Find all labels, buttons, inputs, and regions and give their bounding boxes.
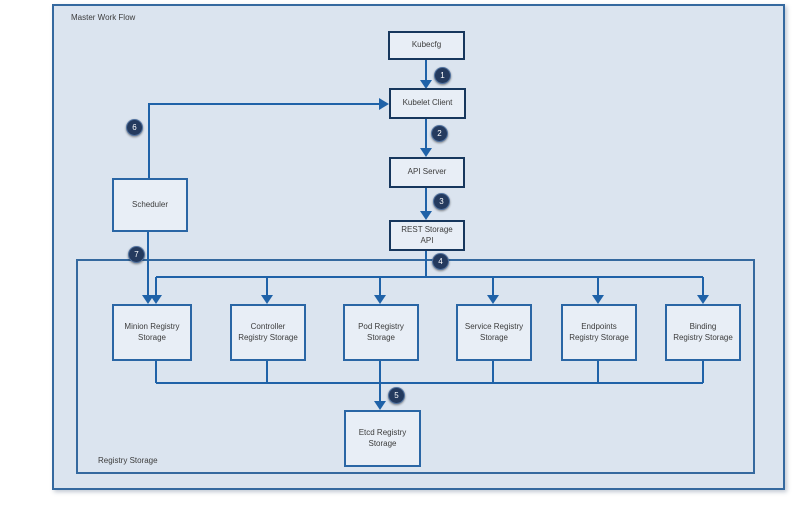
node-label: Storage [368, 438, 397, 448]
node-label: Binding [689, 322, 717, 332]
node-label: Controller [250, 322, 286, 332]
node-kubecfg: Kubecfg [388, 31, 465, 60]
edge-scheduler-kubelet [148, 98, 389, 178]
step-badge-3: 3 [433, 193, 450, 210]
node-label: REST Storage [401, 225, 453, 235]
node-label: Scheduler [131, 199, 169, 209]
edge-kubelet-apiserver [420, 118, 432, 157]
node-binding-registry-storage: Binding Registry Storage [665, 304, 741, 361]
step-badge-7: 7 [128, 246, 145, 263]
edge-apiserver-reststorage [420, 187, 432, 220]
node-label: Registry Storage [238, 332, 298, 342]
node-label: Etcd Registry [358, 428, 407, 438]
node-label: API [420, 235, 434, 245]
node-label: Registry Storage [673, 332, 733, 342]
step-badge-1: 1 [434, 67, 451, 84]
node-label: Registry Storage [569, 332, 629, 342]
node-minion-registry-storage: Minion Registry Storage [112, 304, 192, 361]
step-badge-4: 4 [432, 253, 449, 270]
node-service-registry-storage: Service Registry Storage [456, 304, 532, 361]
node-etcd-registry-storage: Etcd Registry Storage [344, 410, 421, 467]
node-label: Endpoints [581, 322, 617, 332]
node-label: Kubecfg [411, 40, 442, 50]
node-kubelet-client: Kubelet Client [389, 88, 466, 119]
node-rest-storage-api: REST Storage API [389, 220, 465, 251]
node-controller-registry-storage: Controller Registry Storage [230, 304, 306, 361]
step-badge-2: 2 [431, 125, 448, 142]
edge-kubecfg-kubelet [420, 59, 432, 89]
node-api-server: API Server [389, 157, 465, 188]
node-pod-registry-storage: Pod Registry Storage [343, 304, 419, 361]
node-label: API Server [407, 167, 447, 177]
node-label: Kubelet Client [402, 98, 453, 108]
step-badge-6: 6 [126, 119, 143, 136]
node-label: Service Registry [464, 322, 524, 332]
node-label: Storage [479, 332, 509, 342]
node-label: Pod Registry [358, 322, 404, 332]
edge-registries-etcd [155, 360, 704, 410]
node-label: Minion Registry [124, 322, 180, 332]
registry-storage-label: Registry Storage [98, 456, 158, 465]
edge-reststorage-registries [150, 250, 709, 304]
node-endpoints-registry-storage: Endpoints Registry Storage [561, 304, 637, 361]
diagram-title: Master Work Flow [71, 13, 136, 22]
step-badge-5: 5 [388, 387, 405, 404]
node-label: Storage [366, 332, 396, 342]
node-scheduler: Scheduler [112, 178, 188, 232]
node-label: Storage [137, 332, 167, 342]
edge-scheduler-minion [142, 231, 154, 304]
